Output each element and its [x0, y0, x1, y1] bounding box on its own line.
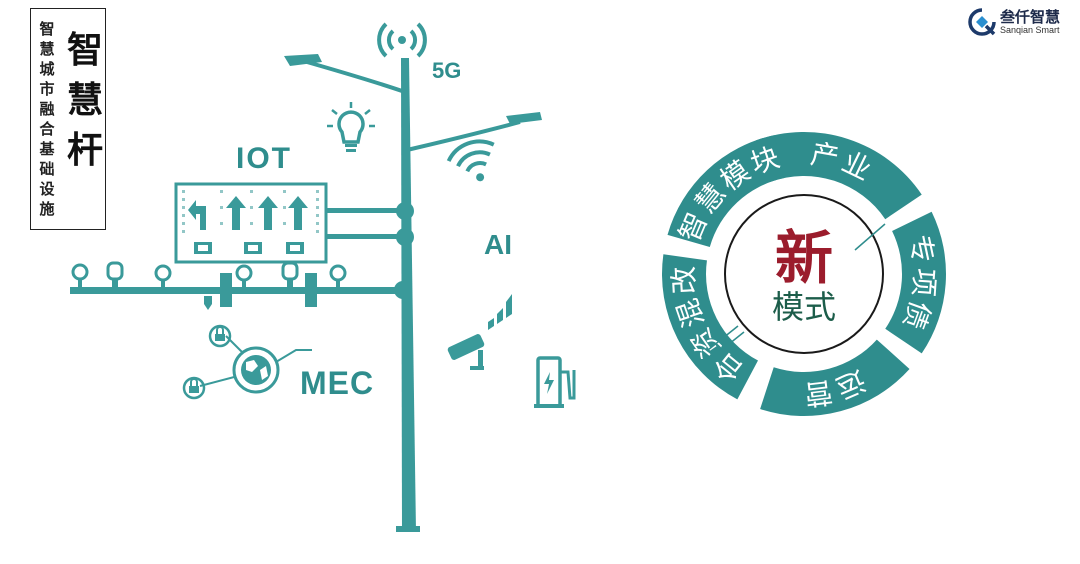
logo-name-en: Sanqian Smart	[1000, 25, 1060, 35]
title-sub-char: 城	[39, 60, 55, 78]
title-subtitle: 智慧城市融合基础设施	[37, 19, 57, 219]
title-main-char: 杆	[67, 129, 104, 171]
title-main: 智慧杆	[67, 25, 103, 175]
ring-segment-char: 营	[803, 375, 835, 411]
street-lamp-icon	[284, 54, 322, 66]
ring-segment-char: 项	[906, 267, 941, 297]
ring-segment	[667, 135, 784, 247]
title-sub-char: 基	[39, 140, 55, 158]
label-mec: MEC	[300, 365, 374, 401]
title-sub-char: 础	[39, 160, 55, 178]
mec-network	[182, 324, 312, 400]
title-sub-char: 市	[39, 80, 55, 98]
title-sub-char: 智	[39, 20, 55, 38]
label-ai: AI	[484, 229, 512, 260]
wifi-antenna-icon	[377, 22, 427, 58]
title-sub-char: 合	[39, 120, 55, 138]
label-iot: IOT	[236, 142, 292, 175]
wifi-signal-icon	[446, 139, 495, 182]
lightbulb-icon	[327, 102, 375, 152]
center-mode-text: 模式	[772, 288, 836, 326]
logo-mark-icon	[968, 8, 996, 36]
ring-segment-char: 产	[808, 137, 841, 174]
logo-name-cn: 叁仟智慧	[1000, 8, 1061, 26]
ring-segment	[662, 254, 758, 400]
ring-segment	[760, 339, 910, 416]
globe-icon	[232, 346, 280, 394]
center-new-char: 新	[775, 224, 833, 292]
label-5g: 5G	[432, 58, 461, 83]
ring-segment-char: 专	[902, 232, 940, 266]
title-sub-char: 融	[39, 100, 55, 118]
title-sub-char: 设	[39, 180, 55, 198]
traffic-sign-icon	[174, 182, 328, 264]
brand-logo: 叁仟智慧 Sanqian Smart	[968, 6, 1072, 40]
signal-bars-icon	[488, 294, 512, 330]
title-main-char: 慧	[67, 79, 104, 121]
ring-center: 新 模式	[707, 194, 886, 357]
ev-charger-icon	[534, 356, 576, 408]
lock-icon	[208, 324, 232, 348]
lock-icon	[182, 376, 206, 400]
sensor-row	[71, 261, 347, 310]
title-box: 智慧城市融合基础设施 智慧杆	[30, 8, 106, 230]
ring-segment	[755, 132, 922, 220]
ring-segment	[885, 211, 946, 354]
title-sub-char: 慧	[39, 40, 55, 58]
title-main-char: 智	[67, 29, 104, 71]
title-sub-char: 施	[39, 200, 55, 218]
smart-pole	[70, 22, 542, 532]
ring-segment-char: 改	[667, 265, 701, 295]
cctv-camera-icon	[447, 334, 485, 370]
